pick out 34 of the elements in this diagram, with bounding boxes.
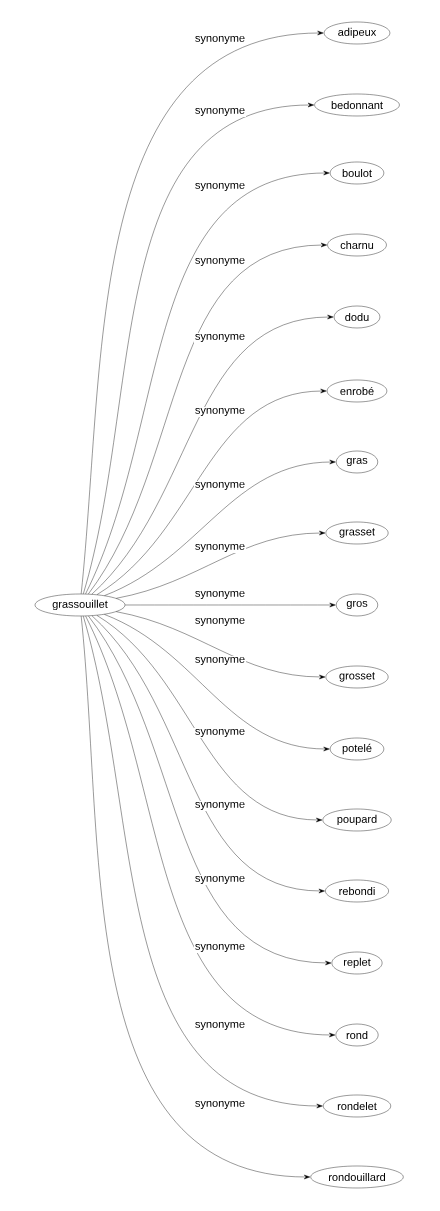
edge-label: synonyme — [193, 332, 247, 344]
arrow — [104, 459, 336, 596]
edge-label: synonyme — [193, 589, 247, 601]
arrow — [96, 388, 327, 595]
edge-label: synonyme — [193, 800, 247, 812]
arrow — [81, 30, 324, 594]
edge-label: synonyme — [193, 655, 247, 667]
edge-label: synonyme — [193, 1020, 247, 1032]
edge-label: synonyme — [193, 942, 247, 954]
edge-label: synonyme — [193, 542, 247, 554]
arrow — [88, 615, 332, 966]
arrow — [85, 615, 336, 1038]
edge-label: synonyme — [193, 480, 247, 492]
edge-label: synonyme — [193, 181, 247, 193]
edge-label: synonyme — [193, 406, 247, 418]
arrow — [104, 614, 330, 752]
edge-label: synonyme — [193, 34, 247, 46]
arrow — [125, 602, 336, 608]
edge-label: synonyme — [193, 1099, 247, 1111]
arrow — [91, 314, 334, 595]
arrow — [83, 102, 314, 595]
edge-label: synonyme — [193, 256, 247, 268]
edge-label: synonyme — [193, 106, 247, 118]
arrow — [91, 615, 325, 894]
edge-label: synonyme — [193, 874, 247, 886]
arrow — [116, 530, 326, 599]
arrow — [116, 611, 326, 680]
arrow — [85, 170, 330, 595]
arrow — [96, 615, 323, 823]
arrow — [88, 242, 327, 595]
edge-label: synonyme — [193, 727, 247, 739]
arrow — [81, 616, 311, 1180]
arrow — [83, 615, 323, 1109]
edge-label: synonyme — [193, 616, 247, 628]
